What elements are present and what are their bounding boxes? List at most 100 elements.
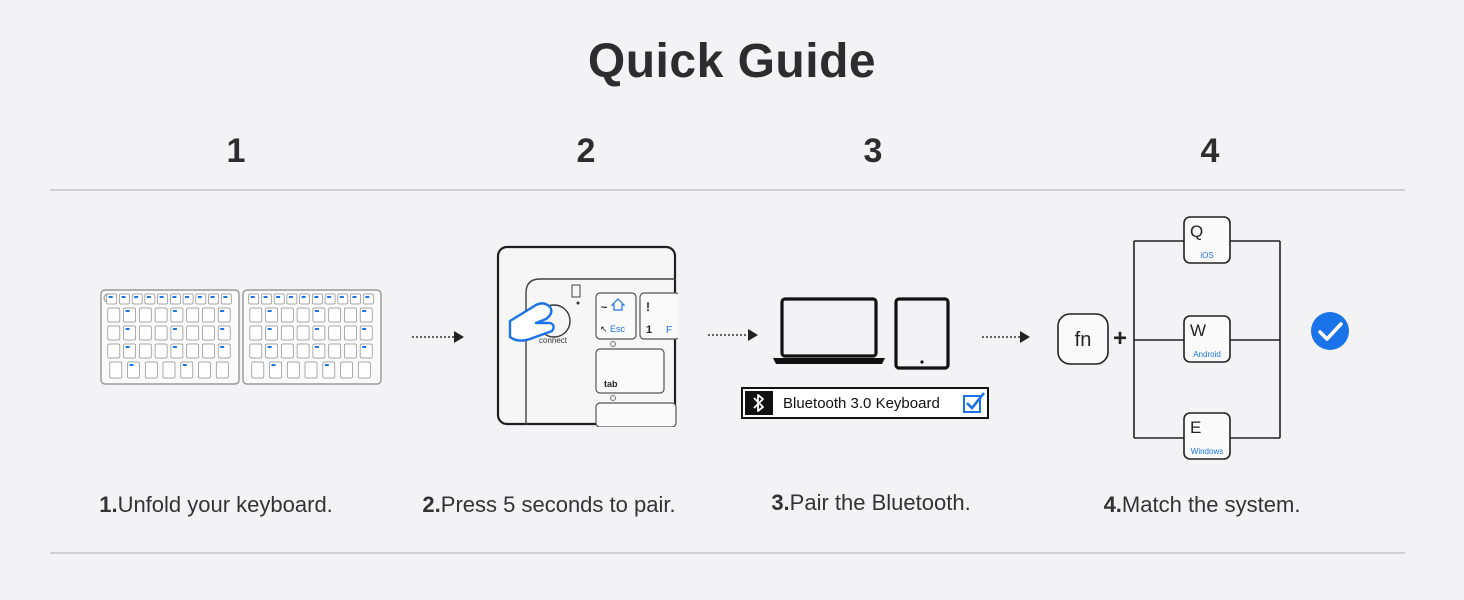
keyboard-key bbox=[138, 343, 152, 359]
keyboard-key bbox=[154, 307, 168, 323]
keyboard-key bbox=[131, 293, 143, 305]
keyboard-key bbox=[157, 293, 168, 305]
success-check-icon bbox=[1311, 312, 1349, 350]
keyboard-key bbox=[249, 343, 263, 359]
keyboard-key bbox=[119, 293, 130, 305]
keyboard-key bbox=[286, 293, 298, 305]
keyboard-key-legend bbox=[210, 296, 215, 298]
keyboard-key bbox=[138, 307, 152, 323]
fn-key-label: fn bbox=[1075, 329, 1092, 351]
bluetooth-device-entry[interactable]: Bluetooth 3.0 Keyboard bbox=[741, 387, 989, 419]
keyboard-key bbox=[170, 293, 181, 305]
keyboard-key bbox=[162, 361, 176, 379]
keyboard-key bbox=[350, 293, 361, 305]
keyboard-key bbox=[208, 293, 219, 305]
keyboard-key-legend bbox=[108, 296, 113, 298]
keyboard-key-legend bbox=[220, 310, 225, 312]
keyboard-key bbox=[202, 343, 215, 359]
key-esc: Esc bbox=[610, 324, 626, 334]
keyboard-key bbox=[261, 293, 272, 305]
laptop-icon bbox=[773, 297, 885, 364]
keyboard-key bbox=[123, 343, 136, 359]
keyboard-key bbox=[107, 325, 121, 341]
home-icon bbox=[610, 298, 626, 311]
key-combination-diagram: fn + Q iOS W Android E Windows bbox=[1057, 216, 1349, 460]
keyboard-key-legend bbox=[172, 310, 177, 312]
keyboard-key-legend bbox=[197, 296, 202, 298]
keyboard-key bbox=[324, 293, 336, 305]
keyboard-key bbox=[344, 325, 357, 341]
keyboard-key-legend bbox=[159, 296, 164, 298]
keyboard-key bbox=[328, 343, 342, 359]
keyboard-key-legend bbox=[314, 346, 319, 348]
step-2-caption: 2.Press 5 seconds to pair. bbox=[422, 492, 675, 518]
arrow-1-to-2 bbox=[412, 331, 464, 343]
keyboard-key bbox=[362, 293, 374, 305]
keyboard-key bbox=[340, 361, 353, 379]
keyboard-key-legend bbox=[220, 328, 225, 330]
keyboard-key-legend bbox=[362, 328, 367, 330]
keyboard-key-legend bbox=[314, 310, 319, 312]
keyboard-key-legend bbox=[314, 328, 319, 330]
keyboard-key bbox=[195, 293, 207, 305]
keyboard-key bbox=[107, 343, 121, 359]
unfolded-keyboard-illustration bbox=[100, 289, 382, 385]
key-w: W Android bbox=[1183, 315, 1231, 363]
bluetooth-keyboard-label: Bluetooth 3.0 Keyboard bbox=[783, 395, 940, 412]
keyboard-key bbox=[296, 343, 310, 359]
keyboard-key bbox=[123, 325, 136, 341]
keyboard-key bbox=[106, 293, 118, 305]
keyboard-key bbox=[186, 325, 200, 341]
keyboard-key bbox=[144, 293, 156, 305]
keyboard-key-legend bbox=[362, 310, 367, 312]
key-one: 1 bbox=[646, 324, 652, 336]
key-exclamation: ! bbox=[646, 300, 650, 314]
keyboard-key bbox=[107, 307, 121, 323]
checkbox-checked-icon bbox=[963, 392, 986, 413]
svg-text:↖: ↖ bbox=[600, 324, 608, 334]
keyboard-key-legend bbox=[263, 296, 268, 298]
keyboard-key bbox=[280, 343, 294, 359]
keyboard-key-legend bbox=[339, 296, 344, 298]
keyboard-key bbox=[328, 307, 342, 323]
step-4-number: 4 bbox=[1200, 132, 1220, 170]
key-tab: tab bbox=[604, 379, 618, 389]
step-1-caption-number: 1. bbox=[99, 492, 118, 517]
keyboard-key bbox=[123, 307, 136, 323]
step-4-caption: 4.Match the system. bbox=[1104, 492, 1301, 518]
keyboard-key bbox=[357, 361, 371, 379]
step-1-caption-text: Unfold your keyboard. bbox=[117, 492, 333, 517]
svg-text:E: E bbox=[1190, 418, 1201, 437]
keyboard-key bbox=[299, 293, 310, 305]
keyboard-key-legend bbox=[276, 296, 281, 298]
keyboard-key bbox=[186, 343, 200, 359]
keyboard-key-legend bbox=[352, 296, 357, 298]
keyboard-key bbox=[198, 361, 211, 379]
devices-illustration bbox=[773, 297, 950, 370]
windows-label: Windows bbox=[1191, 447, 1223, 456]
keyboard-key bbox=[337, 293, 349, 305]
keyboard-key bbox=[304, 361, 318, 379]
keyboard-key bbox=[344, 343, 357, 359]
bluetooth-icon bbox=[745, 391, 773, 415]
keyboard-key-legend bbox=[288, 296, 293, 298]
keyboard-key-legend bbox=[146, 296, 151, 298]
tablet-icon bbox=[894, 297, 950, 370]
keyboard-key-legend bbox=[271, 364, 276, 366]
keyboard-key-legend bbox=[365, 296, 370, 298]
key-q: Q iOS bbox=[1183, 216, 1231, 264]
keyboard-key bbox=[202, 307, 215, 323]
ios-label: iOS bbox=[1200, 251, 1213, 260]
keyboard-key bbox=[138, 325, 152, 341]
keyboard-key-legend bbox=[172, 296, 177, 298]
arrow-2-to-3 bbox=[708, 329, 758, 341]
key-f-label: F bbox=[666, 325, 672, 336]
svg-text:Q: Q bbox=[1190, 222, 1203, 241]
keyboard-key-legend bbox=[314, 296, 319, 298]
keyboard-key-legend bbox=[250, 296, 255, 298]
keyboard-key-legend bbox=[267, 328, 272, 330]
keyboard-key bbox=[220, 293, 232, 305]
keyboard-key bbox=[280, 325, 294, 341]
keyboard-key-legend bbox=[125, 310, 130, 312]
keyboard-key-legend bbox=[362, 346, 367, 348]
